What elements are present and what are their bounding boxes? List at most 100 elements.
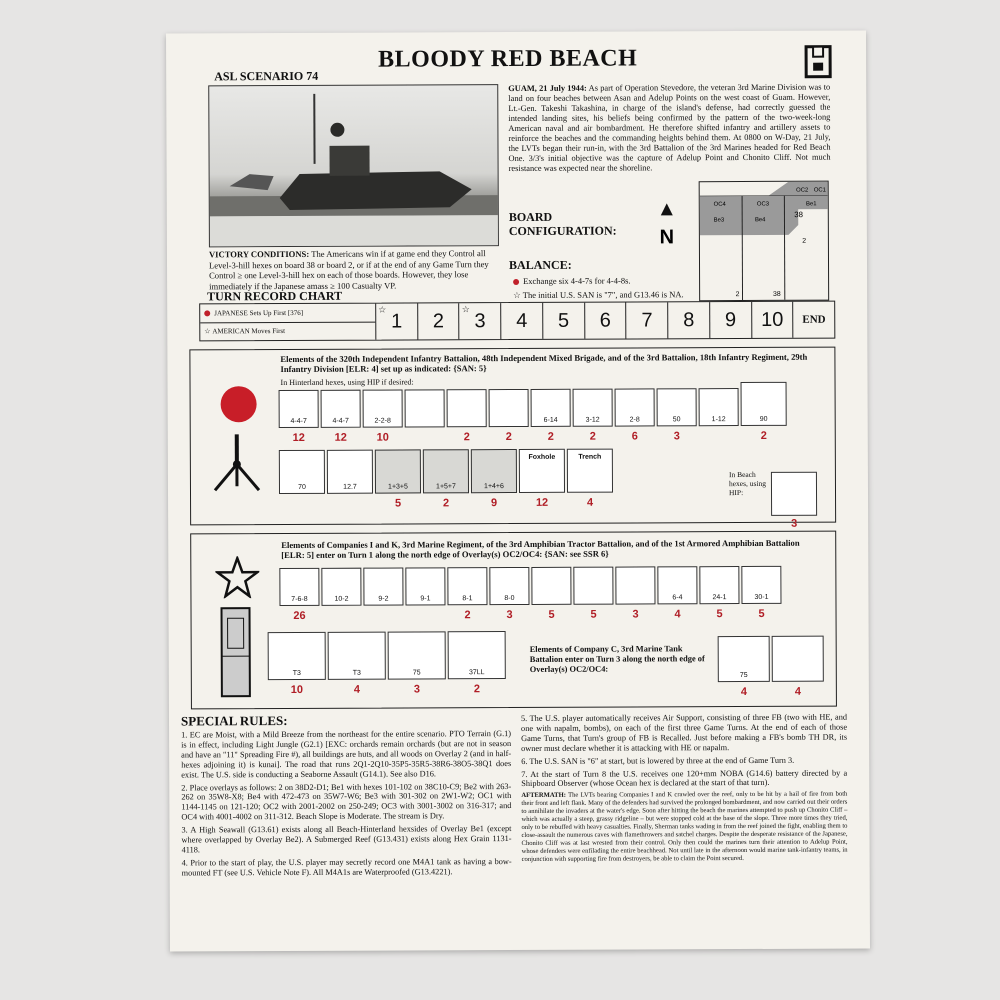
overlay-oc4: OC4 [714,202,727,208]
overlay-be3: Be3 [714,217,725,223]
tank-company-note: Elements of Company C, 3rd Marine Tank B… [529,644,705,674]
counter-japanese-squad: 4-4-7 [278,389,319,429]
board-config-label: BOARD CONFIGURATION: [508,209,617,239]
counter-lvt: T3 [327,631,386,680]
counter-lmg: 2-8 [614,388,655,427]
american-vehicle-row: T3 T3 75 37LL [267,631,506,681]
balance-heading: BALANCE: [508,257,572,273]
special-rules-right: 5. The U.S. player automatically receive… [521,713,848,865]
counter-pillbox: 1+4+6 [470,449,518,494]
american-star-icon: ☆ [204,327,213,336]
counter-japanese-leader [404,389,445,428]
japanese-ob-title: Elements of the 320th Independent Infant… [280,351,808,375]
turn-3: ☆3 [459,303,502,340]
counter-us-leader: 9-2 [363,567,404,606]
svg-text:N: N [660,226,675,248]
lvt-photo-icon [209,93,499,248]
board-38-label: 38 [794,210,803,219]
counter-japanese-squad: 4-4-7 [320,389,361,428]
turn-6: 6 [584,302,627,339]
turn-2: 2 [417,303,460,340]
turn-record-sides: JAPANESE Sets Up First [376] ☆ AMERICAN … [200,303,377,341]
turn-4: 4 [501,302,544,340]
turn-end: END [802,313,826,326]
japanese-counter-row-2: 70 12.7 1+3+5 1+5+7 1+4+6 Foxhole Trench [278,448,614,495]
aftermath: AFTERMATH: The LVTs bearing Companies I … [521,790,848,864]
beach-qty: 3 [791,517,798,530]
mortar-tripod-icon [213,434,261,492]
counter-dc: 30-1 [741,565,782,605]
counter-lvta: 37LL [447,631,506,680]
japanese-hip-note: In Hinterland hexes, using HIP if desire… [280,377,414,388]
balance-american: ☆ The initial U.S. SAN is "7", and G13.4… [513,289,684,301]
reinforcement-star-icon: ☆ [378,304,387,315]
counter-baz: 6-4 [657,566,698,605]
counter-mmg [615,566,656,605]
turn-8: 8 [668,302,711,339]
japanese-order-of-battle: Elements of the 320th Independent Infant… [189,346,837,530]
scenario-title: BLOODY RED BEACH [378,45,638,73]
overlay-oc1: OC1 [814,187,826,193]
tank-qty-row: 4 4 [740,685,801,699]
rule-2: 2. Place overlays as follows: 2 on 38D2-… [181,781,512,822]
balance-japanese: Exchange six 4-4-7s for 4-4-8s. [513,276,631,287]
japanese-qty-row-2: 5 2 9 12 4 [394,496,594,510]
counter-us-marine-squad: 7-6-8 [279,567,320,607]
intro-text: As part of Operation Stevedore, the vete… [508,82,831,174]
rule-5: 5. The U.S. player automatically receive… [520,712,848,753]
special-rules-left: 1. EC are Moist, with a Mild Breeze from… [181,729,512,881]
counter-lvt: T3 [267,631,326,681]
counter-mtr [573,566,614,605]
reinforcement-star-icon: ☆ [461,304,470,315]
american-qty-row-1: 26 2 3 5 5 3 4 5 5 [293,607,765,622]
american-star-icon [215,556,260,599]
turn-5: 5 [543,302,586,339]
turn-7: 7 [626,302,669,339]
rule-7: 7. At the start of Turn 8 the U.S. recei… [521,768,848,789]
turn-9: 9 [710,301,752,339]
rule-3: 3. A High Seawall (G13.61) exists along … [181,824,512,855]
american-moves-label: ☆ AMERICAN Moves First [204,327,286,336]
japanese-dot-icon [204,310,211,317]
turn-record-chart: JAPANESE Sets Up First [376] ☆ AMERICAN … [199,300,836,342]
rule-4: 4. Prior to the start of play, the U.S. … [181,856,512,878]
counter-pillbox: 1+5+7 [422,449,470,494]
special-rules-heading: SPECIAL RULES: [180,713,288,729]
overlay-be1: Be1 [806,201,817,207]
american-vehicle-qty: 10 4 3 2 [290,683,480,696]
intro-lead: GUAM, 21 July 1944: [508,83,587,94]
counter-mortar: 50 [656,388,697,427]
overlay-be4: Be4 [755,217,766,223]
american-ob-title: Elements of Companies I and K, 3rd Marin… [281,537,800,561]
rule-1: 1. EC are Moist, with a Mild Breeze from… [181,729,512,780]
counter-ft: 24-1 [699,566,740,605]
counter-japanese-crew: 2-2-8 [362,389,403,428]
board-2-label: 2 [802,238,806,245]
counter-us-leader: 9-1 [405,567,446,606]
scenario-card: BLOODY RED BEACH ASL SCENARIO 74 GUAM, 2… [166,30,870,952]
japanese-beach-note: In Beach hexes, using HIP: [728,469,767,498]
board-38-bottom-label: 38 [773,291,781,298]
counter-hmg: 6-14 [530,388,571,427]
turn-1: ☆1 [376,303,419,340]
overlay-oc3: OC3 [757,201,770,207]
board-configuration-map: OC2 OC1 OC4 OC3 Be1 Be3 Be4 38 2 2 38 [698,180,830,302]
counter-foxhole: Foxhole [518,448,566,493]
scenario-number: ASL SCENARIO 74 [214,68,319,84]
lvt-topview-icon [220,607,251,698]
rule-6: 6. The U.S. SAN is "6" at start, but is … [521,755,795,766]
japanese-setup-label: JAPANESE Sets Up First [376] [200,303,376,323]
counter-m4a1-tank [771,635,824,682]
counter-m4a1-tank: 75 [717,635,770,683]
japanese-flag-icon [220,386,257,423]
overlay-oc2: OC2 [796,188,808,194]
turn-10: 10 [751,301,794,338]
tank-counter-row: 75 [717,635,824,683]
counter-beach-obstacle [770,471,818,516]
scenario-photo [208,84,499,248]
counter-japanese-leader [446,389,487,428]
japanese-dot-icon [513,279,520,286]
japanese-counter-row-1: 4-4-7 4-4-7 2-2-8 6-14 3-12 2-8 50 1-12 … [278,381,787,429]
counter-aa-gun: 12.7 [326,449,374,494]
counter-mmg: 3-12 [572,388,613,427]
